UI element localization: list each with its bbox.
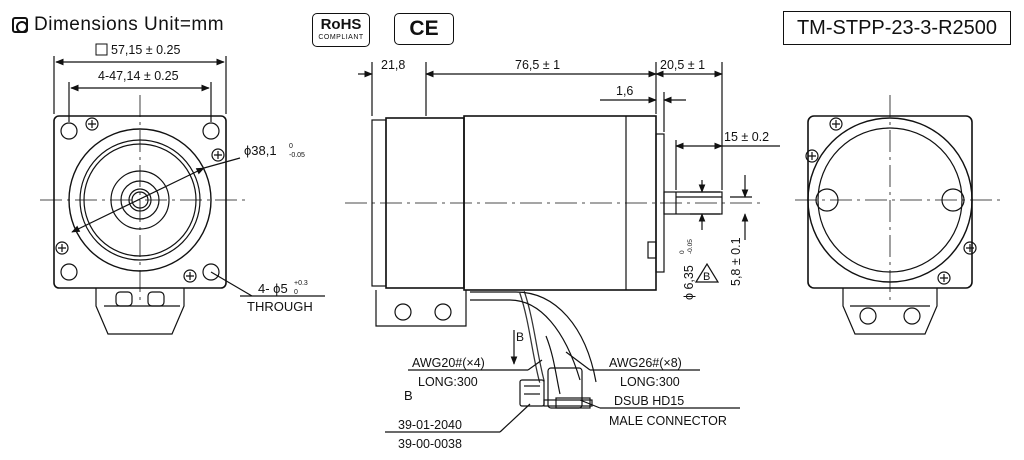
dim-mount-tol-top: +0.3 xyxy=(294,280,308,287)
dim-holes-pitch: 4-47,14 ± 0.25 xyxy=(98,69,179,83)
dim-pilot-tol-top: 0 xyxy=(289,143,293,150)
front-view xyxy=(40,43,325,335)
side-view xyxy=(345,62,780,433)
header-logo-icon xyxy=(12,17,28,33)
dim-through: THROUGH xyxy=(247,299,313,314)
power-terminal-part: 39-00-0038 xyxy=(398,437,462,451)
power-wire-spec: AWG20#(×4) xyxy=(412,356,485,370)
dim-body-length: 76,5 ± 1 xyxy=(515,58,560,72)
encoder-connector-gender: MALE CONNECTOR xyxy=(609,414,727,428)
dim-flat-depth: 5,8 ± 0.1 xyxy=(729,237,743,286)
encoder-connector-type: DSUB HD15 xyxy=(614,394,684,408)
dim-shaft-length: 20,5 ± 1 xyxy=(660,58,705,72)
section-marker: B xyxy=(703,271,710,283)
dim-pilot-tol-bot: -0.05 xyxy=(289,152,305,159)
encoder-wire-spec: AWG26#(×8) xyxy=(609,356,682,370)
power-wire-length: LONG:300 xyxy=(418,375,478,389)
ce-text: CE xyxy=(409,17,439,40)
view-label-b: B xyxy=(404,388,413,403)
encoder-wire-length: LONG:300 xyxy=(620,375,680,389)
model-number-box: TM-STPP-23-3-R2500 xyxy=(783,11,1011,45)
dim-pilot-depth: 1,6 xyxy=(616,84,633,98)
dim-flange: 57,15 ± 0.25 xyxy=(111,43,180,57)
dim-mount-hole: 4- ϕ5 xyxy=(258,281,288,296)
screw-icon xyxy=(805,117,977,285)
dim-flat-length: 15 ± 0.2 xyxy=(724,130,769,144)
screw-icon xyxy=(55,117,225,283)
dim-shaft-diameter: ϕ 6,35 xyxy=(682,265,696,300)
header-title: Dimensions Unit=mm xyxy=(34,14,224,36)
dim-shaft-tol-bot: -0.05 xyxy=(687,239,694,254)
rear-view xyxy=(795,95,1005,335)
arrow-label-b: B xyxy=(516,330,524,344)
power-connector-part: 39-01-2040 xyxy=(398,418,462,432)
dim-rear-length: 21,8 xyxy=(381,58,405,72)
rohs-main: RoHS xyxy=(320,16,362,33)
ce-badge: CE xyxy=(394,13,454,45)
dim-shaft-tol-top: 0 xyxy=(679,250,686,254)
rohs-sub: COMPLIANT xyxy=(318,34,364,41)
unit-text: Unit=mm xyxy=(144,14,225,35)
title-text: Dimensions xyxy=(34,14,139,35)
dim-mount-tol-bot: 0 xyxy=(294,289,298,296)
model-text: TM-STPP-23-3-R2500 xyxy=(796,16,998,39)
rohs-badge: RoHS COMPLIANT xyxy=(312,13,370,47)
dim-pilot: ϕ38,1 xyxy=(244,143,277,158)
